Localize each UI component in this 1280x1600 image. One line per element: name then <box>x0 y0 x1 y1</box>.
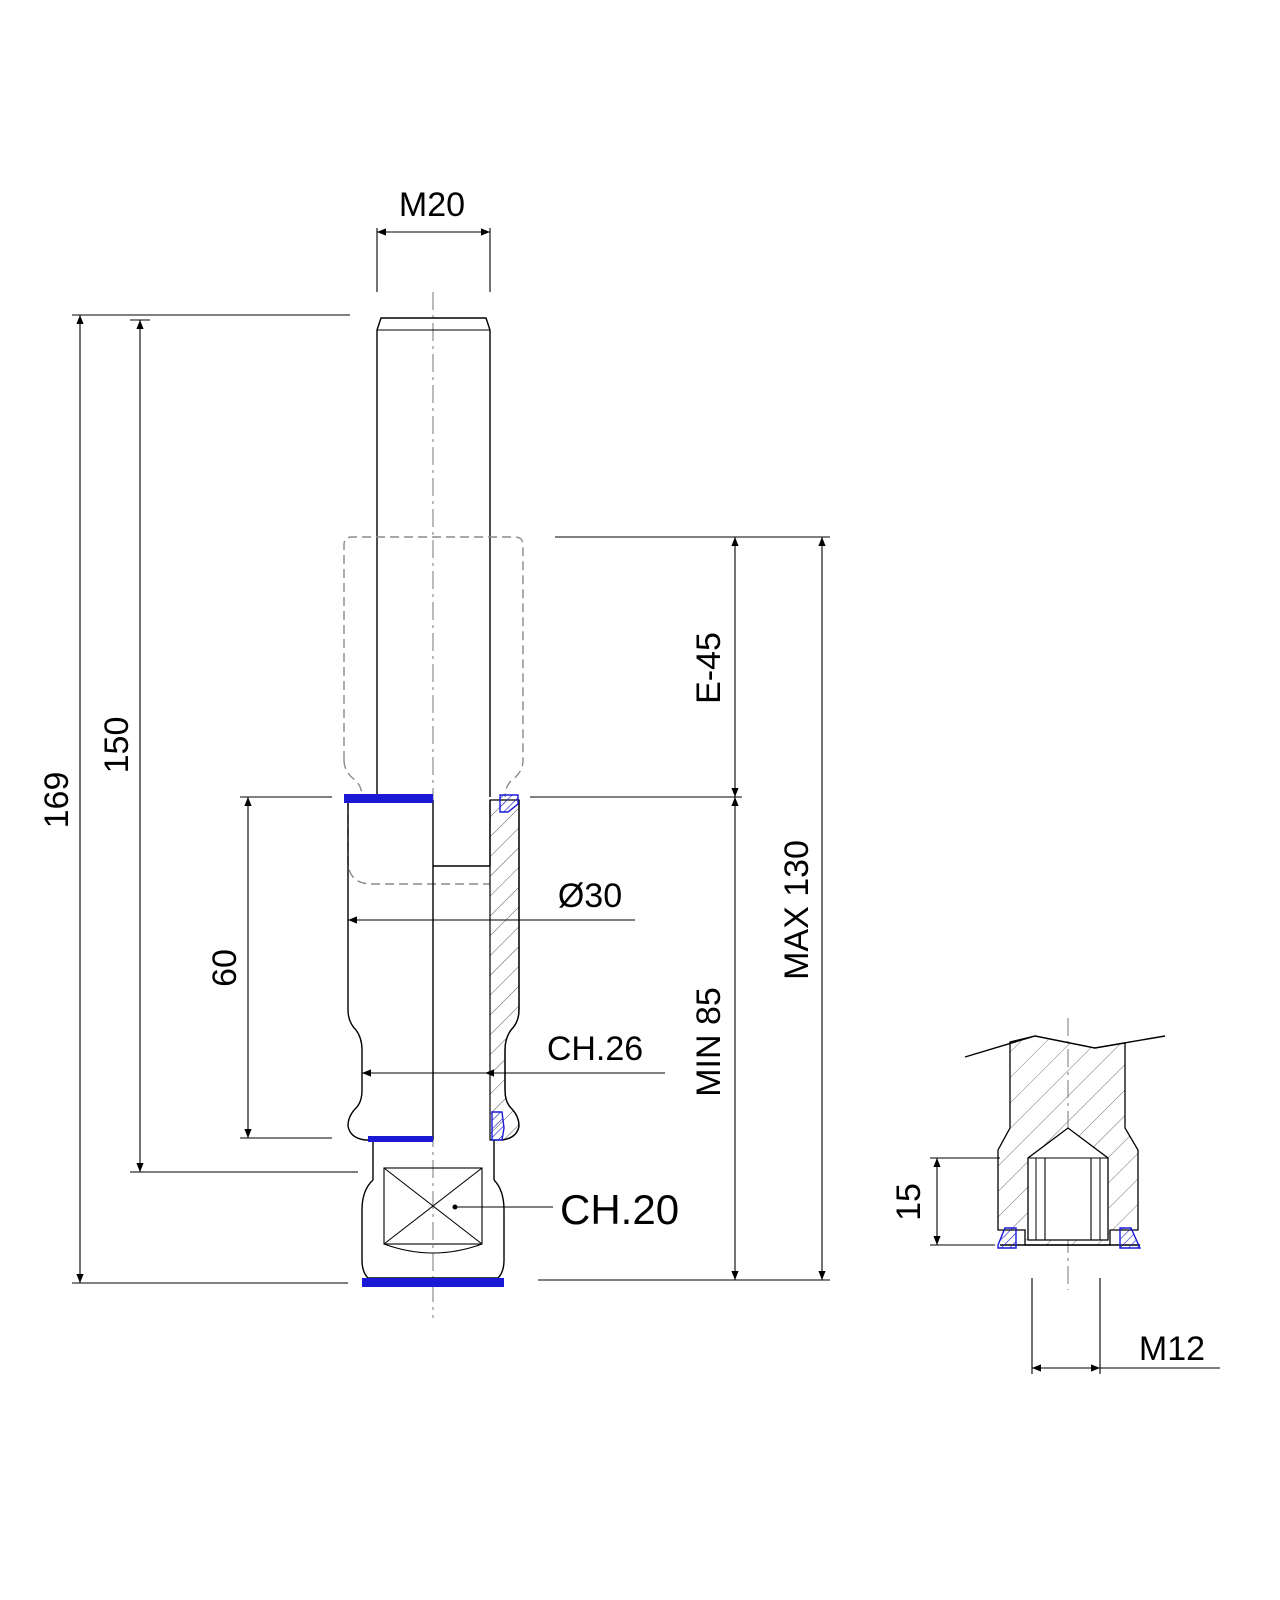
label-ch26: CH.26 <box>547 1030 643 1068</box>
label-ch20: CH.20 <box>560 1186 679 1233</box>
label-150: 150 <box>98 717 136 774</box>
dim-thread-top <box>376 228 491 292</box>
dim-bore-length <box>240 796 332 1139</box>
label-m20: M20 <box>399 186 465 224</box>
label-169: 169 <box>38 772 76 829</box>
seal-lower-right <box>491 1111 505 1141</box>
seal-top-left <box>344 794 433 803</box>
label-min85: MIN 85 <box>690 987 728 1097</box>
label-detail-15: 15 <box>890 1183 928 1221</box>
dim-detail-thread <box>1031 1278 1220 1374</box>
seal-mid-left <box>368 1136 433 1142</box>
label-max130: MAX 130 <box>778 840 816 980</box>
section-wall <box>489 799 520 1141</box>
wrench-square <box>383 1167 483 1245</box>
dim-total-height <box>72 314 350 1284</box>
label-e45: E-45 <box>690 632 728 704</box>
detail-seal-left <box>997 1227 1017 1249</box>
label-60: 60 <box>206 949 244 987</box>
detail-view <box>930 1018 1220 1374</box>
dim-min-length <box>538 797 830 1281</box>
dim-body-height <box>130 319 358 1173</box>
piston-rod <box>376 317 491 797</box>
detail-seal-right <box>1119 1227 1142 1249</box>
label-m12: M12 <box>1139 1330 1205 1368</box>
seal-bottom <box>362 1278 504 1287</box>
wrench-head <box>361 1167 505 1279</box>
main-spring-body <box>343 292 524 1318</box>
dim-detail-depth <box>930 1157 1000 1246</box>
seal-top-right <box>499 794 519 813</box>
label-diameter: Ø30 <box>558 877 622 915</box>
seals <box>344 794 519 1287</box>
dim-stroke <box>530 536 830 798</box>
dimensions <box>72 228 830 1284</box>
